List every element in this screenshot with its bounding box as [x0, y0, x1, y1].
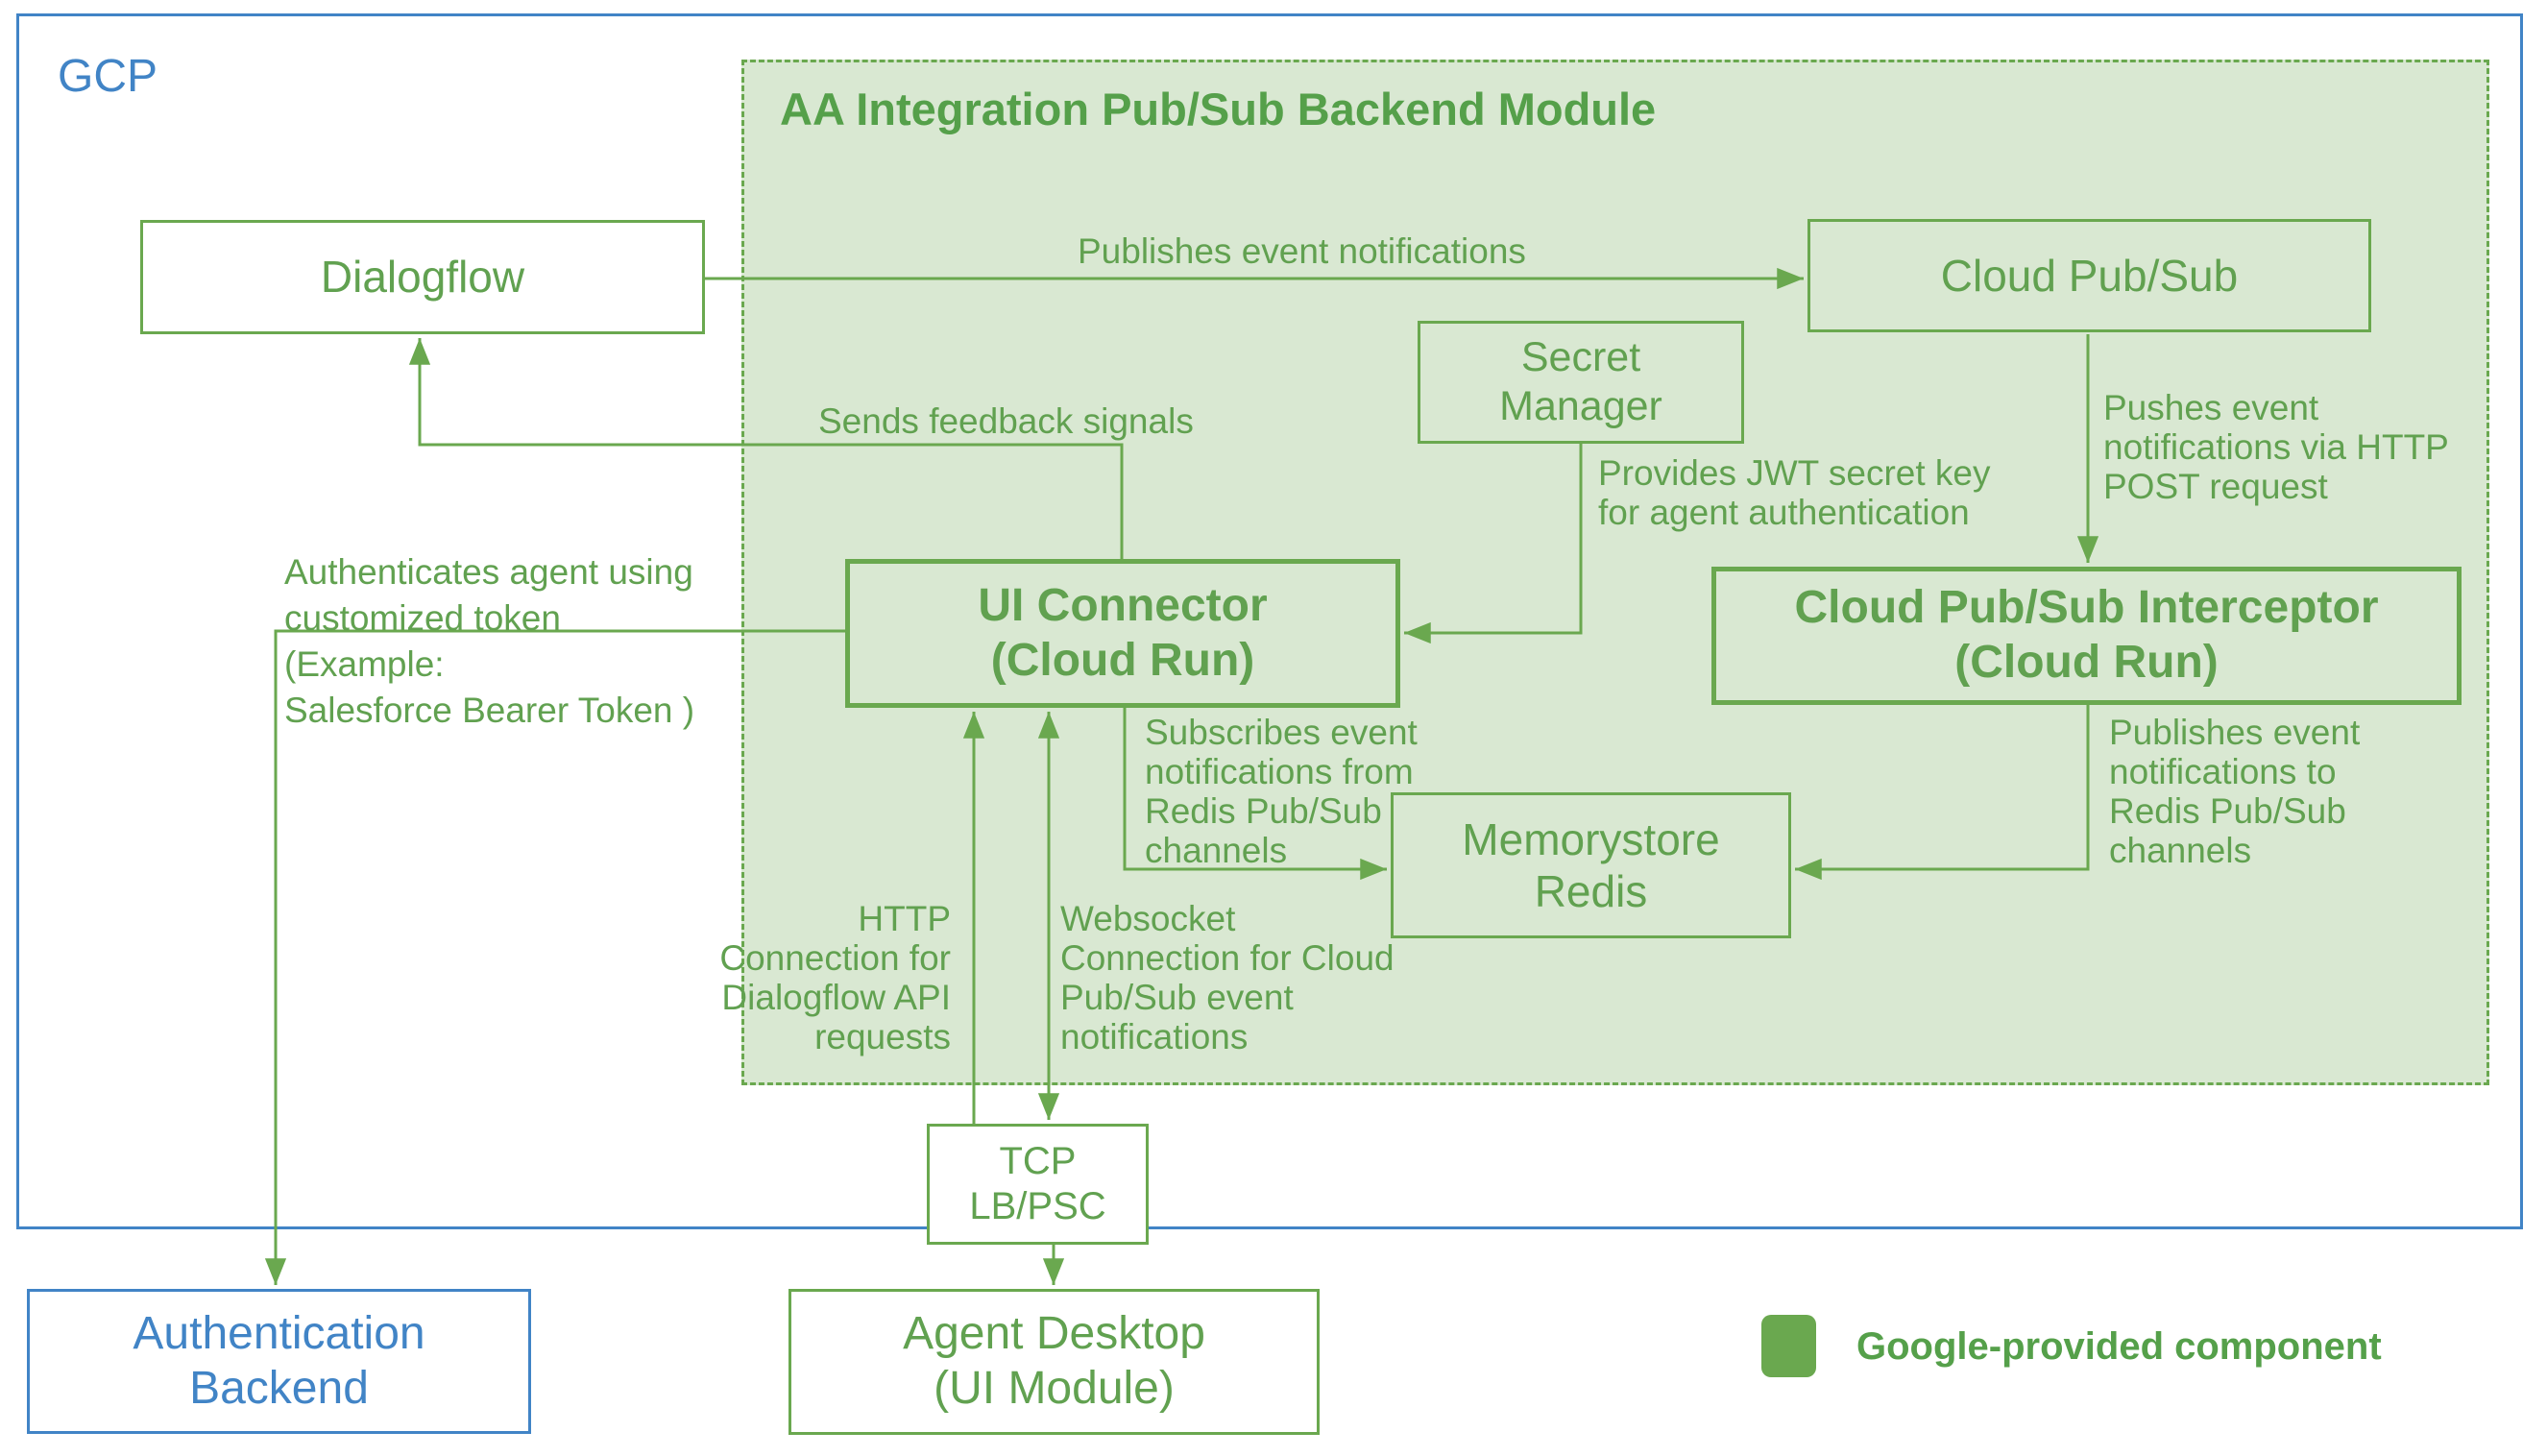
label-sends-feedback-signals: Sends feedback signals	[818, 401, 1194, 441]
connector-uiconnector-to-memorystore	[1123, 708, 1387, 881]
node-memorystore-redis: Memorystore Redis	[1391, 792, 1791, 938]
legend-google-provided-component: Google-provided component	[1856, 1325, 2382, 1368]
gcp-label: GCP	[58, 51, 158, 102]
connector-uiconnector-to-dialogflow-feedback	[408, 338, 1124, 559]
label-pushes-event-notifications: Pushes event notifications via HTTP POST…	[2103, 388, 2449, 506]
node-secret-manager: Secret Manager	[1418, 321, 1744, 444]
node-ui-connector: UI Connector (Cloud Run)	[845, 559, 1400, 708]
connector-uiconnector-to-authbackend	[264, 629, 845, 1285]
google-provided-swatch-icon	[1761, 1315, 1816, 1377]
node-dialogflow: Dialogflow	[140, 220, 705, 334]
label-publishes-to-redis: Publishes event notifications to Redis P…	[2109, 713, 2361, 870]
label-provides-jwt-secret-key: Provides JWT secret key for agent authen…	[1598, 453, 1991, 532]
node-agent-desktop: Agent Desktop (UI Module)	[788, 1289, 1320, 1435]
connector-secretmanager-to-uiconnector	[1404, 444, 1583, 644]
label-websocket-connection: Websocket Connection for Cloud Pub/Sub e…	[1060, 899, 1395, 1056]
label-http-connection: HTTP Connection for Dialogflow API reque…	[719, 899, 951, 1056]
node-authentication-backend: Authentication Backend	[27, 1289, 531, 1434]
label-publishes-event-notifications: Publishes event notifications	[1078, 231, 1526, 271]
module-title: AA Integration Pub/Sub Backend Module	[780, 84, 1657, 134]
connector-interceptor-to-memorystore	[1795, 705, 2090, 881]
label-authenticates-agent: Authenticates agent using customized tok…	[284, 552, 695, 730]
node-cloud-pubsub-interceptor: Cloud Pub/Sub Interceptor (Cloud Run)	[1711, 567, 2462, 705]
label-subscribes-event-notifications: Subscribes event notifications from Redi…	[1145, 713, 1418, 870]
node-tcp-lb-psc: TCP LB/PSC	[927, 1124, 1149, 1245]
node-cloud-pubsub: Cloud Pub/Sub	[1807, 219, 2371, 332]
